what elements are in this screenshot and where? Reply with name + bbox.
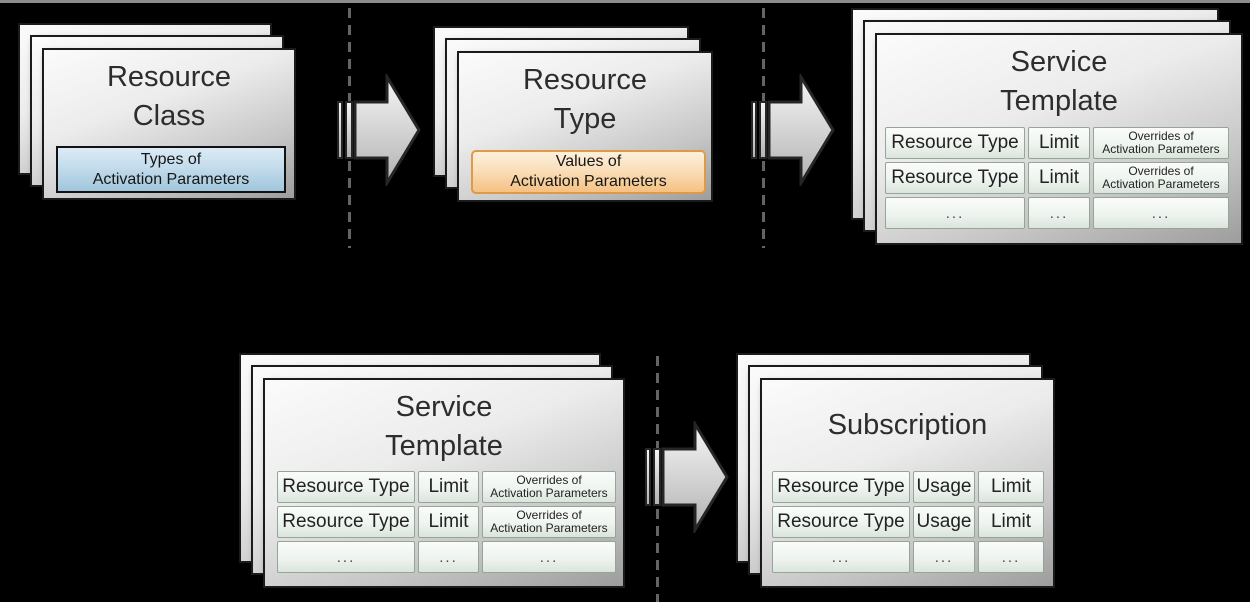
- table-cell-ellipsis: ...: [772, 541, 910, 573]
- resource-class-title: Resource Class: [106, 61, 232, 132]
- subscription-title: Subscription: [827, 409, 988, 441]
- service-template-table: Resource Type Limit Overrides of Activat…: [277, 471, 616, 573]
- table-cell-resource-type: Resource Type: [772, 471, 910, 503]
- table-cell-limit: Limit: [418, 506, 479, 538]
- table-cell-limit: Limit: [1028, 162, 1090, 194]
- values-of-activation-parameters-box: Values of Activation Parameters: [471, 150, 706, 194]
- table-cell-usage: Usage: [913, 506, 975, 538]
- table-cell-ellipsis: ...: [978, 541, 1044, 573]
- service-template-card: Service Template Resource Type Limit Ove…: [263, 378, 625, 588]
- subscription-table: Resource Type Usage Limit Resource Type …: [772, 471, 1044, 573]
- table-cell-resource-type: Resource Type: [885, 127, 1025, 159]
- types-of-activation-parameters-box: Types of Activation Parameters: [56, 146, 286, 193]
- service-template-title: Service Template: [385, 391, 503, 462]
- table-cell-resource-type: Resource Type: [885, 162, 1025, 194]
- table-cell-limit: Limit: [418, 471, 479, 503]
- table-cell-limit: Limit: [978, 471, 1044, 503]
- table-cell-ellipsis: ...: [482, 541, 616, 573]
- resource-type-stack: Resource Type Values of Activation Param…: [433, 26, 713, 202]
- table-cell-resource-type: Resource Type: [772, 506, 910, 538]
- striped-right-arrow-icon: [645, 421, 729, 533]
- resource-class-stack: Resource Class Types of Activation Param…: [18, 23, 296, 200]
- resource-type-title: Resource Type: [522, 64, 648, 135]
- table-cell-ellipsis: ...: [1093, 197, 1229, 229]
- subscription-card: Subscription Resource Type Usage Limit R…: [760, 378, 1055, 588]
- top-rule: [0, 0, 1250, 3]
- table-cell-overrides: Overrides of Activation Parameters: [482, 506, 616, 538]
- striped-right-arrow-icon: [751, 74, 835, 186]
- table-cell-overrides: Overrides of Activation Parameters: [1093, 127, 1229, 159]
- table-cell-resource-type: Resource Type: [277, 506, 415, 538]
- table-cell-ellipsis: ...: [913, 541, 975, 573]
- table-cell-ellipsis: ...: [277, 541, 415, 573]
- table-cell-overrides: Overrides of Activation Parameters: [482, 471, 616, 503]
- service-template-top-stack: Service Template Resource Type Limit Ove…: [851, 8, 1243, 245]
- table-cell-ellipsis: ...: [1028, 197, 1090, 229]
- table-cell-ellipsis: ...: [418, 541, 479, 573]
- resource-type-card: Resource Type Values of Activation Param…: [457, 51, 713, 202]
- table-cell-limit: Limit: [978, 506, 1044, 538]
- service-template-bottom-stack: Service Template Resource Type Limit Ove…: [239, 353, 625, 588]
- service-template-table: Resource Type Limit Overrides of Activat…: [885, 127, 1229, 229]
- table-cell-resource-type: Resource Type: [277, 471, 415, 503]
- resource-class-card: Resource Class Types of Activation Param…: [42, 48, 296, 200]
- table-cell-ellipsis: ...: [885, 197, 1025, 229]
- subscription-stack: Subscription Resource Type Usage Limit R…: [736, 353, 1055, 588]
- table-cell-overrides: Overrides of Activation Parameters: [1093, 162, 1229, 194]
- table-cell-limit: Limit: [1028, 127, 1090, 159]
- striped-right-arrow-icon: [337, 74, 421, 186]
- table-cell-usage: Usage: [913, 471, 975, 503]
- service-template-card: Service Template Resource Type Limit Ove…: [875, 33, 1243, 245]
- service-template-title: Service Template: [1000, 46, 1118, 117]
